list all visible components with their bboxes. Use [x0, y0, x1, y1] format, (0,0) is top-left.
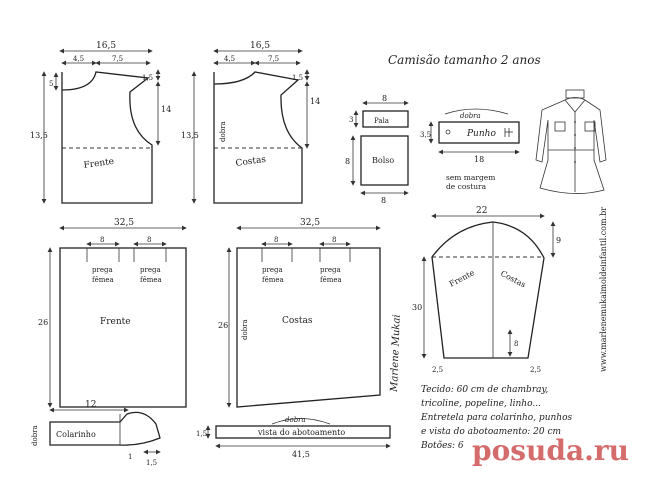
cuff-fold: dobra	[460, 112, 481, 120]
bodice-front-shoulder-b: 7,5	[112, 55, 123, 63]
material-notes: Tecido: 60 cm de chambray, tricoline, po…	[420, 385, 573, 451]
skirt-front-pleat-label-1a: prega	[92, 266, 113, 274]
cuff-height: 3,5	[420, 131, 431, 139]
skirt-back-pleat-label-1b: fêmea	[262, 276, 284, 284]
collar-d1: 1	[128, 453, 132, 461]
sleeve-cap: 9	[556, 236, 561, 245]
placket-fold: dobra	[285, 416, 306, 424]
pocket-flap-piece: 8 3 Pala	[349, 94, 409, 128]
bodice-back-width: 16,5	[250, 41, 270, 51]
notes-line-3: Entretela para colarinho, punhos	[420, 413, 573, 423]
bodice-front-armhole: 14	[161, 105, 171, 114]
collar-width: 12	[85, 400, 96, 410]
notes-line-2: tricoline, popeline, linho...	[421, 399, 541, 409]
notes-line-5: Botões: 6	[420, 440, 464, 451]
sleeve-vent: 8	[514, 340, 518, 348]
skirt-front-label: Frente	[100, 317, 131, 327]
skirt-front-pleat-label-2a: prega	[140, 266, 161, 274]
placket-piece: dobra 1,5 vista do abotoamento 41,5	[196, 416, 391, 459]
watermark: posuda.ru	[472, 434, 629, 467]
bodice-back-shoulder-b: 7,5	[268, 55, 279, 63]
website: www.marlenemukaimoldeinfantil.com.br	[599, 207, 608, 372]
bodice-back-shoulder-drop: 1,5	[292, 74, 303, 82]
collar-label: Colarinho	[56, 430, 96, 439]
sleeve-width: 22	[476, 206, 487, 216]
bodice-back-piece: 16,5 4,5 7,5 1,5 14 13,5 dobra Costas	[181, 41, 320, 204]
shirt-dress-sketch	[535, 89, 607, 194]
sleeve-bottom-left: 2,5	[432, 366, 443, 374]
bodice-front-shoulder-a: 4,5	[73, 55, 84, 63]
bodice-front-width: 16,5	[96, 41, 116, 51]
skirt-back-height: 26	[218, 321, 228, 330]
pocket-piece: 8 8 Bolso	[345, 135, 409, 205]
placket-label: vista do abotoamento	[257, 428, 345, 437]
bodice-back-shoulder-a: 4,5	[224, 55, 235, 63]
pocket-flap-height: 3	[349, 116, 353, 124]
pocket-width: 8	[381, 196, 386, 205]
pocket-flap-width: 8	[382, 94, 387, 103]
skirt-front-height: 26	[38, 318, 48, 327]
sleeve-bottom-right: 2,5	[530, 366, 541, 374]
cuff-width: 18	[474, 155, 484, 164]
bodice-back-height: 13,5	[181, 131, 199, 140]
skirt-back-piece: 32,5 26 8 8 prega fêmea prega fêmea dobr…	[218, 218, 381, 408]
skirt-front-pleat-label-1b: fêmea	[92, 276, 114, 284]
skirt-front-width: 32,5	[114, 218, 134, 228]
bodice-back-armhole: 14	[310, 97, 320, 106]
skirt-back-pleat-label-2b: fêmea	[320, 276, 342, 284]
cuff-piece: dobra 3,5 18 Punho	[420, 108, 520, 164]
bodice-back-label: Costas	[235, 155, 267, 169]
sleeve-length: 30	[412, 303, 422, 312]
skirt-back-fold: dobra	[241, 319, 249, 340]
skirt-back-pleat-label-2a: prega	[320, 266, 341, 274]
title: Camisão tamanho 2 anos	[388, 53, 541, 67]
bodice-front-height: 13,5	[30, 131, 48, 140]
cuff-note-line1: sem margem	[446, 173, 495, 182]
pocket-height: 8	[345, 157, 350, 166]
skirt-back-pleat-1: 8	[274, 236, 278, 244]
skirt-back-pleat-label-1a: prega	[262, 266, 283, 274]
pocket-flap-label: Pala	[374, 117, 389, 125]
sleeve-back-label: Costas	[499, 269, 527, 290]
notes-line-1: Tecido: 60 cm de chambray,	[421, 385, 548, 395]
signature: Marlene Mukai	[389, 314, 403, 393]
bodice-front-shoulder-drop: 1,5	[142, 74, 153, 82]
watermark-text: posuda.ru	[472, 434, 629, 467]
collar-d2: 1,5	[146, 459, 157, 467]
skirt-back-label: Costas	[282, 316, 313, 326]
sleeve-piece: 22 9 30 8 2,5 2,5 Frente Costas	[412, 206, 561, 374]
bodice-front-neck-drop: 5	[49, 80, 53, 88]
skirt-back-pleat-2: 8	[332, 236, 336, 244]
cuff-note-line2: de costura	[446, 182, 487, 191]
skirt-back-width: 32,5	[300, 218, 320, 228]
skirt-front-pleat-1: 8	[100, 236, 104, 244]
cuff-label: Punho	[466, 129, 496, 139]
bodice-front-label: Frente	[83, 157, 115, 171]
skirt-front-piece: 32,5 26 8 8 prega fêmea prega fêmea Fren…	[38, 218, 187, 408]
pocket-label: Bolso	[372, 156, 394, 165]
collar-piece: 12 dobra Colarinho 1 1,5	[31, 400, 161, 467]
placket-width: 41,5	[292, 450, 310, 459]
collar-fold: dobra	[31, 425, 39, 446]
placket-height: 1,5	[196, 430, 207, 438]
skirt-front-pleat-2: 8	[147, 236, 151, 244]
skirt-front-pleat-label-2b: fêmea	[140, 276, 162, 284]
sleeve-front-label: Frente	[448, 268, 476, 289]
bodice-back-fold: dobra	[219, 121, 227, 142]
bodice-front-piece: 16,5 4,5 7,5 5 1,5 14 13,5 Frente	[30, 41, 171, 204]
notes-line-4: e vista do abotoamento: 20 cm	[421, 427, 561, 437]
